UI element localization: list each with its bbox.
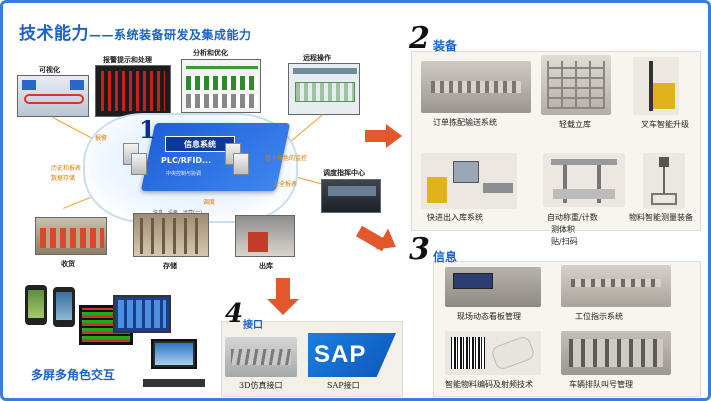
receive-photo [35,217,107,255]
caption-barcode-rfid: 智能物料编码及射频技术 [445,380,533,389]
caption-forklift: 叉车智能升级 [641,120,689,129]
visual-screen-thumb [17,75,89,117]
caption-workstation: 工位指示系统 [575,312,623,321]
section-number-4: 4 [225,299,244,329]
dispatch-center-thumb [321,179,381,213]
fast-inout-image [421,153,517,209]
arrow-right-icon [386,124,402,148]
section-number-2: 2 [409,21,430,56]
label-dispatch-small: 调度 [203,199,216,206]
label-remote: 远程操作 [303,54,331,62]
light-stacker-image [541,55,611,115]
caption-vehicle-queue: 车辆排队叫号管理 [569,380,633,389]
kanban-board-image [445,267,541,307]
label-roles: 基于角色的监控 [265,155,308,162]
3d-simulation-image [225,337,297,377]
label-storage: 存储 [163,262,177,270]
arrow-diag-icon [376,228,402,258]
sap-logo-text: SAP [314,341,367,368]
caption-kanban: 现场动态看板管理 [457,312,521,321]
server-icon [131,153,147,175]
caption-weighing-line3: 贴/扫码 [551,237,578,246]
outbound-photo [235,215,295,257]
analysis-screen-thumb [181,59,261,113]
arrow-right-shaft [365,130,387,142]
caption-weighing-line2: 测体积 [551,225,575,234]
section-3-name: 信息 [433,250,458,264]
order-picking-image [421,61,531,113]
caption-sap-interface: SAP接口 [327,381,360,390]
vehicle-queue-image [561,331,671,375]
forklift-image [633,57,679,115]
plc-sub-label: 中央控制与协调 [166,171,202,177]
label-history-2: 数据存储 [51,175,76,182]
label-warning: 报警 [95,135,108,142]
title-main: 技术能力 [19,24,89,44]
arrow-down-shaft [276,278,290,300]
weighing-image [543,153,625,207]
dashboard-screen-icon [113,295,171,333]
section-number-3: 3 [409,232,430,267]
alarm-screen-thumb [95,65,171,117]
keyboard-icon [143,379,205,387]
label-security: 安全报表 [273,181,298,188]
label-receive: 收货 [61,260,75,268]
label-outbound: 出库 [259,262,273,270]
storage-photo [133,213,209,257]
phone-icon [53,287,75,327]
caption-weighing-line1: 自动称重/计数 [547,213,598,222]
label-dispatch-center: 调度指挥中心 [323,169,365,177]
caption-3d-interface: 3D仿真接口 [239,381,283,390]
monitor-icon [151,339,197,369]
workstation-image [561,265,671,307]
multi-screen-label: 多屏多角色交互 [31,368,116,382]
arrow-down-icon [267,299,299,315]
caption-measuring-device: 物料智能测量装备 [629,213,693,222]
measuring-device-image [643,153,685,209]
section-number-1: 1 [139,115,156,144]
server-icon [233,153,249,175]
label-visual: 可视化 [39,66,60,74]
plc-label: PLC/RFID... [161,156,212,165]
caption-light-stacker: 轻载立库 [559,120,591,129]
section-2-name: 装备 [433,39,458,53]
label-analysis: 分析和优化 [193,49,228,57]
phone-icon [25,285,47,325]
page-title: 技术能力——系统装备研发及集成能力 [19,19,252,44]
label-alarm: 报警提示和处理 [103,56,152,64]
section-4-name: 接口 [243,320,263,331]
caption-order-picking: 订单拣配输送系统 [433,118,497,127]
title-sub: ——系统装备研发及集成能力 [89,28,252,42]
remote-screen-thumb [288,63,360,115]
caption-fast-inout: 快进出入库系统 [427,213,483,222]
label-history: 历史和报表 [51,165,82,172]
barcode-rfid-image [445,331,541,375]
